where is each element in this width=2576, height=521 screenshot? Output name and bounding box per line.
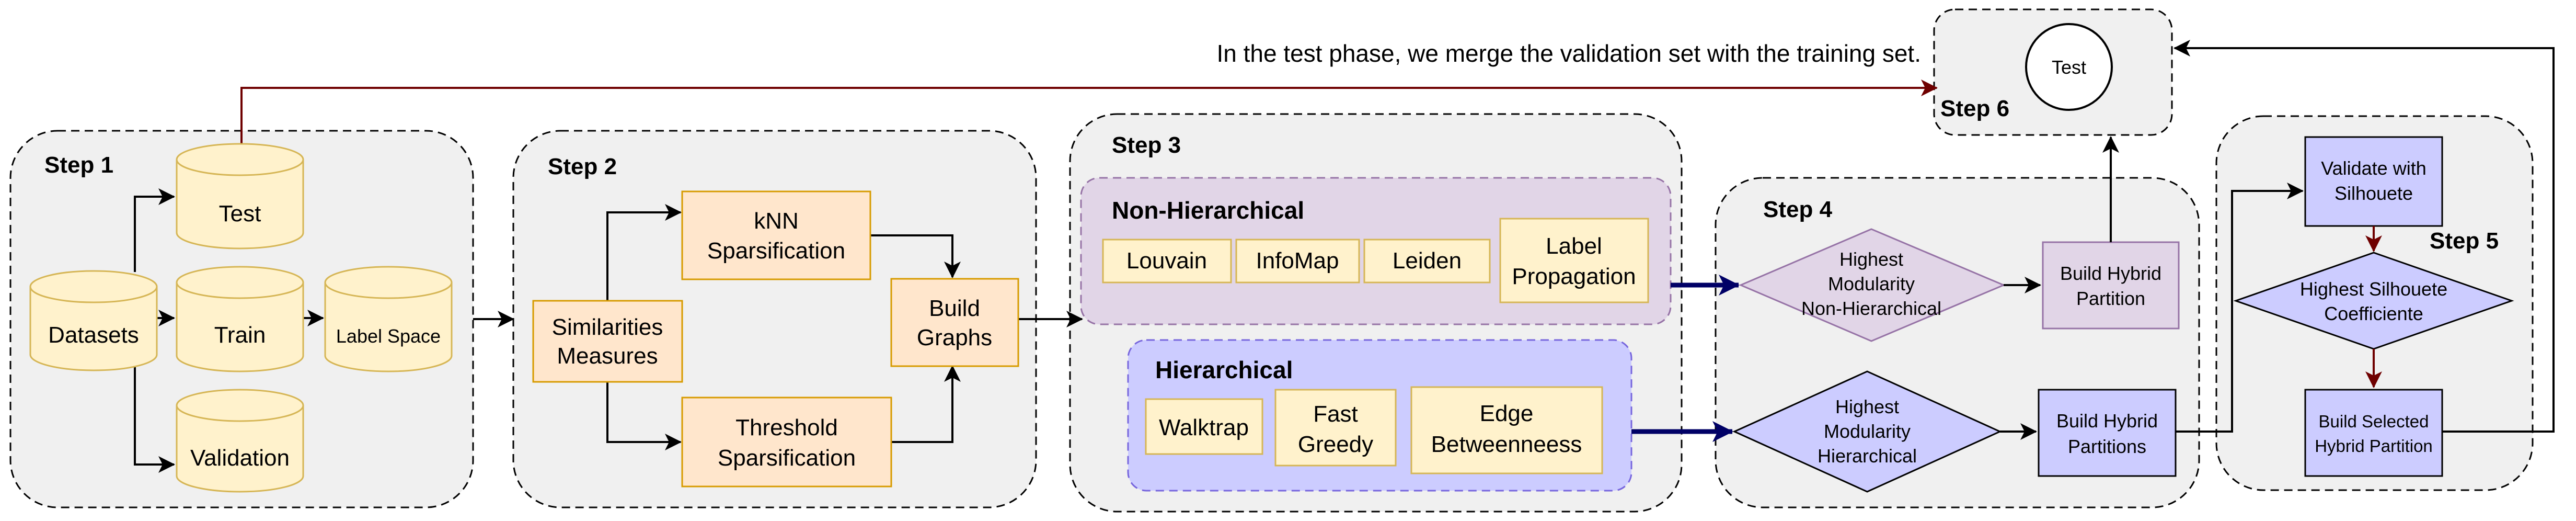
hierarchical-group: Hierarchical Walktrap Fast Greedy Edge B… — [1127, 339, 1632, 492]
highest-silhouete-line1: Highest Silhouete — [2300, 278, 2447, 300]
label-propagation-line2: Propagation — [1512, 264, 1636, 289]
highest-non-hier-diamond: Highest Modularity Non-Hierarchical — [1739, 228, 2006, 342]
datasets-to-test-arrow — [134, 188, 175, 272]
step5-title: Step 5 — [2430, 228, 2499, 254]
build-selected-box: Build Selected Hybrid Partition — [2304, 389, 2443, 477]
selected-to-test-arrow — [2174, 40, 2555, 433]
walktrap-box — [1145, 398, 1263, 455]
highest-non-hier-line2: Modularity — [1828, 273, 1915, 295]
step6-test-circle: Test — [2025, 23, 2113, 111]
step3-title: Step 3 — [1112, 132, 1181, 158]
knn-line1: kNN — [754, 208, 799, 234]
walktrap-label: Walktrap — [1159, 415, 1249, 440]
similarities-line1: Similarities — [552, 314, 663, 340]
edge-betweenness-box — [1410, 386, 1603, 474]
non-hierarchical-title: Non-Hierarchical — [1112, 197, 1304, 224]
validate-line1: Validate with — [2321, 157, 2426, 179]
highest-hier-line3: Hierarchical — [1818, 445, 1917, 467]
leiden-box — [1363, 239, 1491, 284]
build-hybrid-partition-line1: Build Hybrid — [2060, 263, 2161, 284]
step4-title: Step 4 — [1763, 197, 1833, 222]
threshold-line1: Threshold — [735, 415, 838, 440]
validate-box: Validate with Silhouete — [2304, 136, 2443, 227]
knn-line2: Sparsification — [707, 238, 845, 264]
validation-cylinder: Validation — [176, 389, 304, 493]
leiden-label: Leiden — [1393, 248, 1462, 274]
similarities-line2: Measures — [557, 343, 658, 369]
sim-to-threshold-arrow — [606, 382, 682, 450]
threshold-to-build-arrow — [891, 365, 961, 443]
knn-to-build-arrow — [870, 234, 961, 278]
build-hybrid-partition-box: Build Hybrid Partition — [2042, 241, 2180, 330]
test-phase-note: In the test phase, we merge the validati… — [1216, 40, 1921, 67]
build-hybrid-partitions-line1: Build Hybrid — [2056, 410, 2158, 432]
train-cylinder: Train — [176, 266, 304, 372]
step2-title: Step 2 — [548, 154, 617, 179]
test-label: Test — [219, 201, 261, 226]
infomap-box — [1235, 239, 1360, 284]
edge-betweenness-line1: Edge — [1480, 401, 1534, 426]
build-selected-line2: Hybrid Partition — [2315, 436, 2433, 456]
build-hybrid-partitions-line2: Partitions — [2068, 436, 2146, 457]
build-selected-line1: Build Selected — [2319, 412, 2429, 431]
partitions-to-validate-arrow — [2176, 183, 2304, 433]
threshold-line2: Sparsification — [718, 445, 856, 471]
highest-hier-diamond: Highest Modularity Hierarchical — [1732, 370, 2002, 493]
infomap-label: InfoMap — [1256, 248, 1339, 274]
fast-greedy-box — [1274, 389, 1397, 467]
validate-line2: Silhouete — [2334, 183, 2413, 204]
similarities-box: Similarities Measures — [532, 300, 683, 383]
highest-silhouete-line2: Coefficiente — [2324, 303, 2423, 324]
sim-to-knn-arrow — [606, 204, 682, 301]
label-propagation-line1: Label — [1546, 233, 1602, 259]
build-hybrid-partition-line2: Partition — [2076, 288, 2145, 309]
highest-non-hier-line3: Non-Hierarchical — [1801, 298, 1941, 319]
datasets-label: Datasets — [48, 322, 139, 348]
validation-label: Validation — [190, 445, 290, 471]
knn-box: kNN Sparsification — [681, 190, 871, 280]
threshold-box: Threshold Sparsification — [681, 397, 892, 488]
train-label: Train — [214, 322, 266, 348]
build-graphs-line2: Graphs — [917, 325, 992, 350]
datasets-to-validation-arrow — [134, 367, 175, 473]
step6-title: Step 6 — [1940, 96, 2009, 121]
fast-greedy-line1: Fast — [1313, 401, 1358, 427]
highest-non-hier-line1: Highest — [1839, 248, 1903, 270]
build-graphs-line1: Build — [929, 296, 980, 321]
louvain-box — [1102, 239, 1232, 284]
hierarchical-title: Hierarchical — [1155, 356, 1293, 383]
build-hybrid-partitions-box: Build Hybrid Partitions — [2038, 389, 2177, 477]
highest-hier-line1: Highest — [1835, 396, 1899, 417]
louvain-label: Louvain — [1126, 248, 1207, 274]
labelspace-label: Label Space — [336, 325, 441, 347]
test-cylinder: Test — [176, 143, 304, 250]
highest-silhouete-diamond: Highest Silhouete Coefficiente — [2233, 252, 2514, 350]
step1-title: Step 1 — [44, 152, 113, 178]
test-to-step6-arrow — [240, 80, 1938, 145]
label-propagation-box — [1499, 218, 1649, 303]
fast-greedy-line2: Greedy — [1298, 432, 1373, 457]
labelspace-cylinder: Label Space — [324, 266, 453, 372]
step6-test-label: Test — [2052, 56, 2086, 78]
build-graphs-box: Build Graphs — [890, 278, 1019, 367]
edge-betweenness-line2: Betweenneess — [1431, 432, 1582, 457]
highest-hier-line2: Modularity — [1824, 421, 1911, 442]
datasets-cylinder: Datasets — [29, 270, 158, 371]
non-hierarchical-group: Non-Hierarchical Louvain InfoMap Leiden … — [1080, 177, 1672, 325]
